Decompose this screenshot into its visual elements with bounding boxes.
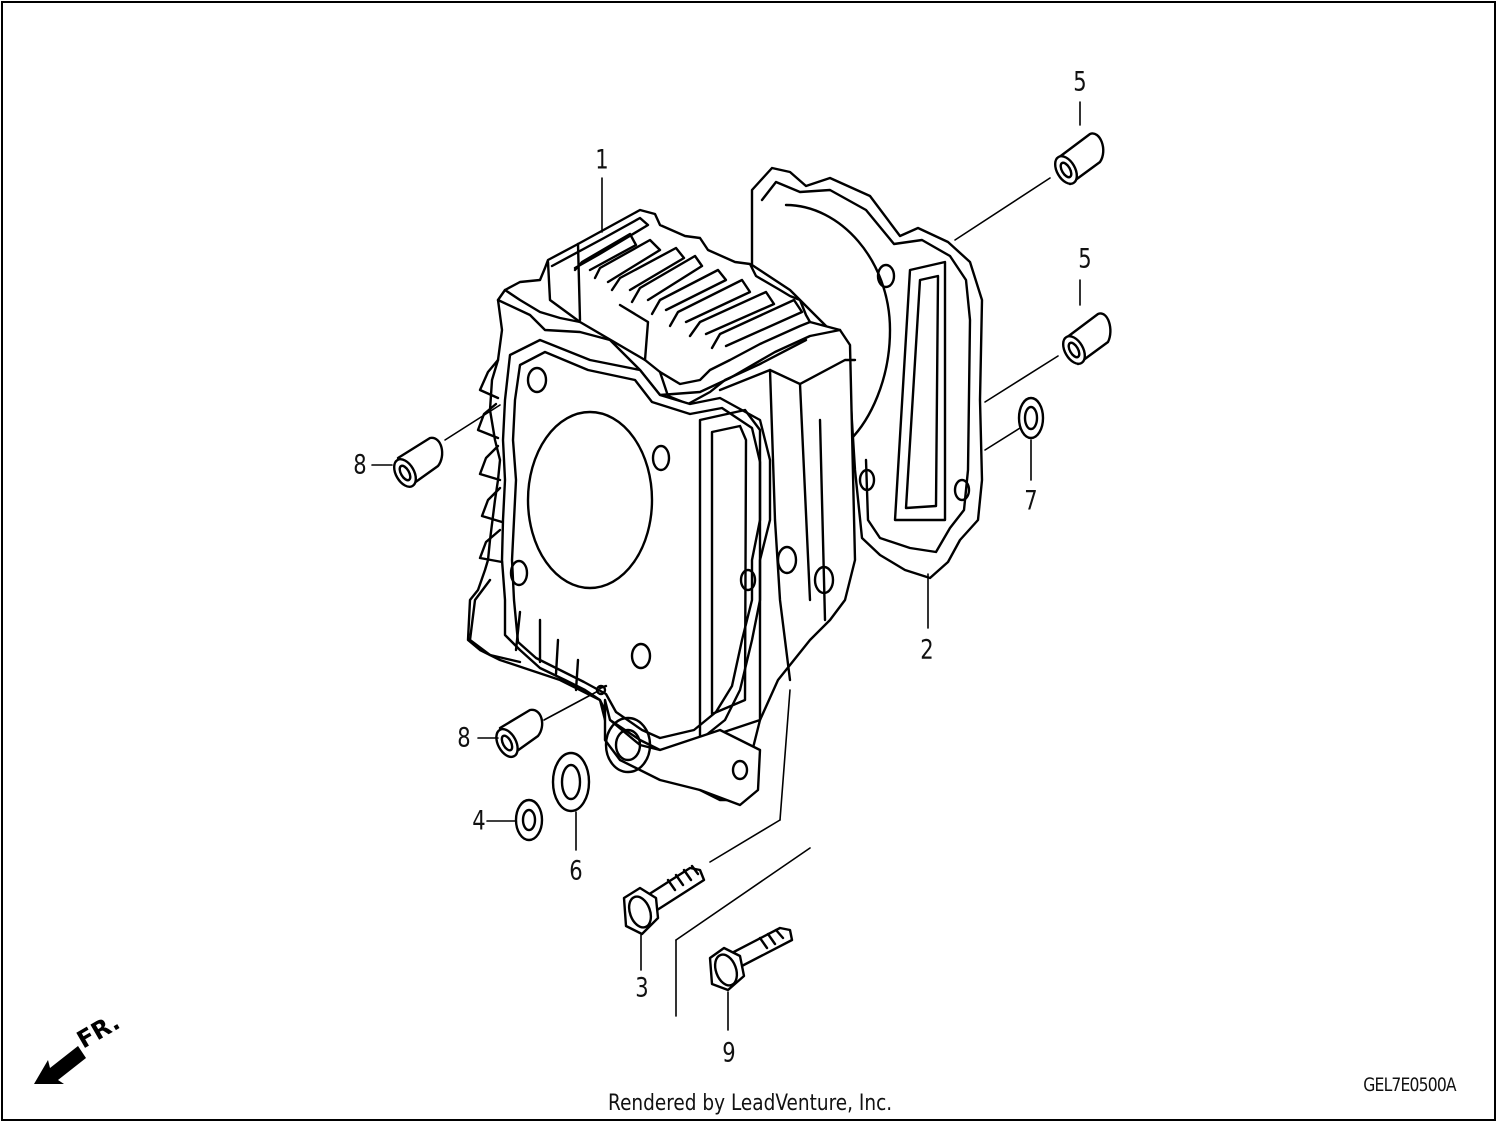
dowel-pin-8-upper: [392, 436, 444, 488]
diagram-code: GEL7E0500A: [1363, 1074, 1457, 1096]
dowel-pin-5-lower: [1061, 312, 1112, 366]
front-direction-label: FR.: [72, 1008, 124, 1054]
callout-9: 9: [722, 1037, 736, 1069]
callout-8-upper: 8: [353, 449, 367, 481]
cylinder: [466, 208, 857, 807]
o-ring-6: [551, 751, 591, 813]
callout-7: 7: [1024, 485, 1038, 517]
callout-4: 4: [472, 805, 486, 837]
callout-1: 1: [595, 144, 609, 176]
callout-3: 3: [635, 972, 649, 1004]
bolt-9: [708, 926, 794, 992]
dowel-pin-5-upper: [1053, 132, 1105, 186]
credit-text: Rendered by LeadVenture, Inc.: [607, 1091, 893, 1116]
callout-5-lower: 5: [1078, 243, 1092, 275]
callout-2: 2: [920, 634, 934, 666]
callout-5-upper: 5: [1073, 66, 1087, 98]
bolt-3: [622, 864, 706, 936]
front-direction-arrow-icon: FR.: [34, 1008, 125, 1084]
callout-8-lower: 8: [457, 722, 471, 754]
callout-6: 6: [569, 855, 583, 887]
dowel-pin-8-lower: [495, 708, 544, 759]
washer-4: [514, 798, 544, 842]
leader-lines: [371, 101, 1081, 1031]
o-ring-7: [1017, 396, 1045, 440]
cylinder-gasket: [750, 166, 984, 580]
credit-footer: Rendered by LeadVenture, Inc.: [0, 1091, 1500, 1116]
